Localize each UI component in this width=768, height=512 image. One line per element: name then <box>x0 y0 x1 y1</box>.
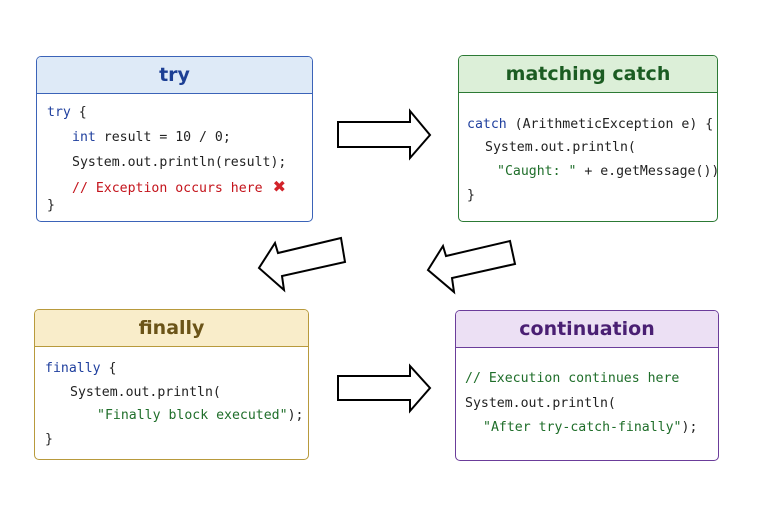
try-line-1-rest: { <box>70 105 87 120</box>
catch-line-2: System.out.println( <box>485 140 636 155</box>
catch-box-title: matching catch <box>459 56 717 93</box>
catch-line-1-rest: (ArithmeticException e) { <box>506 117 714 132</box>
try-line-4: // Exception occurs here ✖ <box>72 178 286 198</box>
arrow-catch-to-continuation <box>426 239 517 295</box>
finally-keyword: finally <box>45 361 101 376</box>
int-keyword: int <box>72 130 96 145</box>
finally-line-4: } <box>45 432 53 447</box>
continuation-box-title: continuation <box>456 311 718 348</box>
try-box-title: try <box>37 57 312 94</box>
continuation-box: continuation // Execution continues here… <box>455 310 719 461</box>
after-string: "After try-catch-finally" <box>483 420 682 435</box>
catch-line-4: } <box>467 188 475 203</box>
continuation-line-3-rest: ); <box>681 420 698 435</box>
continuation-line-1: // Execution continues here <box>465 370 679 388</box>
finally-line-3-rest: ); <box>287 408 304 423</box>
continuation-line-2: System.out.println( <box>465 396 616 411</box>
catch-line-1: catch (ArithmeticException e) { <box>467 116 713 134</box>
finally-line-1: finally { <box>45 360 116 378</box>
catch-line-3-rest: + e.getMessage()); <box>576 164 718 179</box>
try-keyword: try <box>47 105 71 120</box>
caught-string: "Caught: " <box>497 164 577 179</box>
continues-comment: // Execution continues here <box>465 371 680 386</box>
catch-keyword: catch <box>467 117 507 132</box>
arrow-catch-to-finally <box>257 236 347 293</box>
try-line-2: int result = 10 / 0; <box>72 129 231 147</box>
finally-line-3: "Finally block executed"); <box>97 407 303 425</box>
arrow-try-to-catch <box>337 108 432 161</box>
try-line-2-rest: result = 10 / 0; <box>95 130 231 145</box>
try-box: try try { int result = 10 / 0; System.ou… <box>36 56 313 222</box>
exception-comment: // Exception occurs here <box>72 181 263 196</box>
x-mark-icon: ✖ <box>272 177 286 196</box>
catch-box: matching catch catch (ArithmeticExceptio… <box>458 55 718 222</box>
try-line-5: } <box>47 198 55 213</box>
catch-line-3: "Caught: " + e.getMessage()); <box>497 163 718 181</box>
finally-box-title: finally <box>35 310 308 347</box>
finally-line-2: System.out.println( <box>70 385 221 400</box>
finally-box: finally finally { System.out.println( "F… <box>34 309 309 460</box>
finally-line-1-rest: { <box>100 361 117 376</box>
try-line-3: System.out.println(result); <box>72 155 287 170</box>
try-line-1: try { <box>47 104 87 122</box>
continuation-line-3: "After try-catch-finally"); <box>483 419 697 437</box>
finally-string: "Finally block executed" <box>97 408 288 423</box>
arrow-finally-to-continuation <box>337 363 432 414</box>
